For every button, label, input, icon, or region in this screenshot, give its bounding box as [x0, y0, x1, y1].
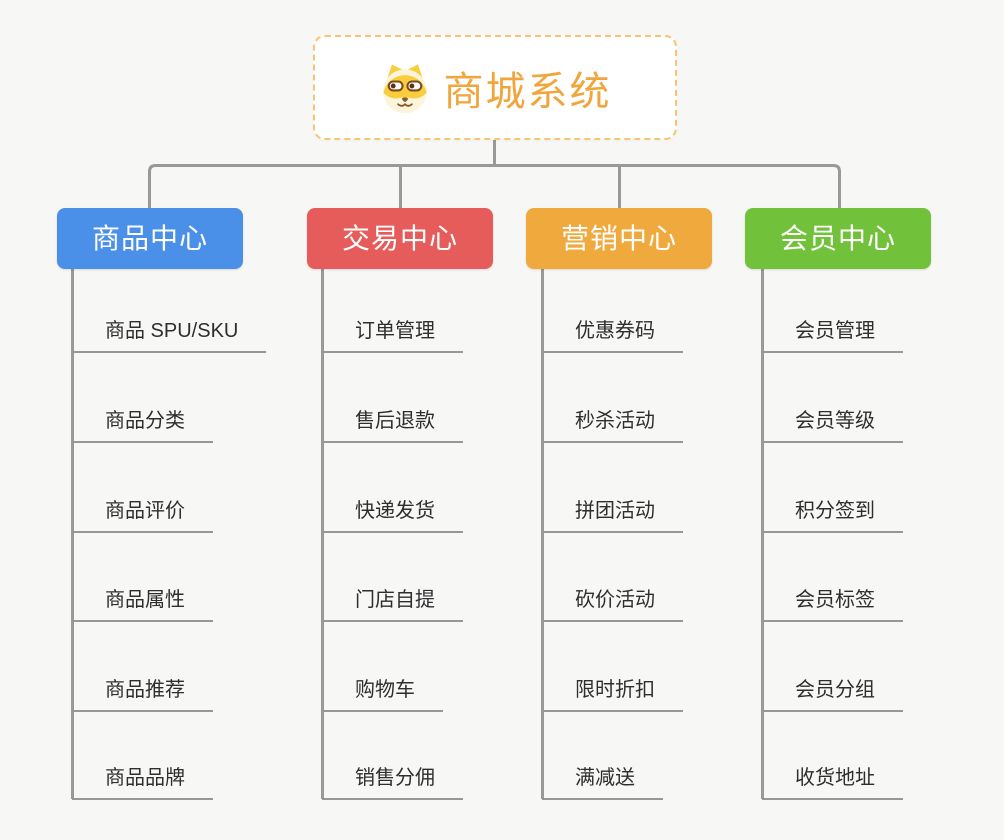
- root-title: 商城系统: [443, 69, 612, 114]
- leaf-item[interactable]: 快递发货: [322, 497, 463, 533]
- branch-children-product-center: 商品 SPU/SKU 商品分类 商品评价 商品属性 商品推荐 商品品牌: [71, 269, 311, 800]
- leaf-item[interactable]: 商品 SPU/SKU: [72, 317, 267, 353]
- leaf-item[interactable]: 会员分组: [762, 676, 903, 712]
- leaf-item[interactable]: 收货地址: [762, 764, 903, 800]
- leaf-item[interactable]: 商品品牌: [72, 764, 213, 800]
- root-node-mall-system[interactable]: 商城系统: [313, 35, 677, 140]
- leaf-item[interactable]: 售后退款: [322, 407, 463, 443]
- branch-node-trade-center[interactable]: 交易中心: [307, 208, 493, 269]
- leaf-item[interactable]: 会员等级: [762, 407, 903, 443]
- branch-node-marketing-center[interactable]: 营销中心: [526, 208, 712, 269]
- leaf-item[interactable]: 拼团活动: [542, 497, 683, 533]
- branch-children-trade-center: 订单管理 售后退款 快递发货 门店自提 购物车 销售分佣: [321, 269, 561, 800]
- leaf-item[interactable]: 秒杀活动: [542, 407, 683, 443]
- leaf-item[interactable]: 砍价活动: [542, 586, 683, 622]
- leaf-item[interactable]: 门店自提: [322, 586, 463, 622]
- leaf-item[interactable]: 商品评价: [72, 497, 213, 533]
- leaf-item[interactable]: 商品属性: [72, 586, 213, 622]
- leaf-item[interactable]: 会员管理: [762, 317, 903, 353]
- leaf-item[interactable]: 会员标签: [762, 586, 903, 622]
- leaf-item[interactable]: 订单管理: [322, 317, 463, 353]
- branch-node-product-center[interactable]: 商品中心: [57, 208, 243, 269]
- leaf-item[interactable]: 销售分佣: [322, 764, 463, 800]
- leaf-item[interactable]: 限时折扣: [542, 676, 683, 712]
- leaf-item[interactable]: 购物车: [322, 676, 443, 712]
- branch-children-member-center: 会员管理 会员等级 积分签到 会员标签 会员分组 收货地址: [761, 269, 1001, 800]
- branch-children-marketing-center: 优惠券码 秒杀活动 拼团活动 砍价活动 限时折扣 满减送: [541, 269, 781, 800]
- leaf-item[interactable]: 积分签到: [762, 497, 903, 533]
- leaf-item[interactable]: 商品分类: [72, 407, 213, 443]
- dog-face-icon: [379, 62, 431, 114]
- branch-node-member-center[interactable]: 会员中心: [745, 208, 931, 269]
- leaf-item[interactable]: 优惠券码: [542, 317, 683, 353]
- leaf-item[interactable]: 满减送: [542, 764, 663, 800]
- leaf-item[interactable]: 商品推荐: [72, 676, 213, 712]
